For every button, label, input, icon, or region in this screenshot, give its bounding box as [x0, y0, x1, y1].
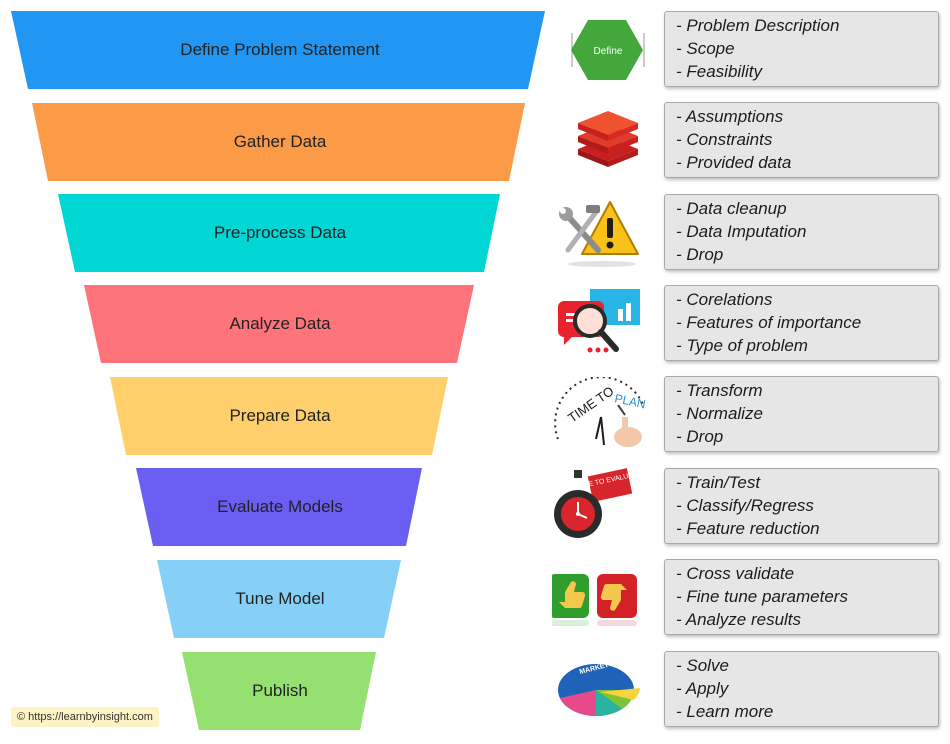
tools-warning-icon: [552, 194, 650, 272]
funnel-stage-define: Define Problem Statement: [0, 11, 560, 89]
note-item: - Provided data: [676, 153, 792, 172]
stage-label: Publish: [252, 681, 308, 700]
note-item: - Corelations: [676, 290, 773, 309]
note-item: - Type of problem: [676, 336, 808, 355]
funnel-shape: [58, 194, 500, 272]
magnifier-chart-icon: [552, 285, 650, 363]
svg-text:Define: Define: [594, 46, 623, 57]
note-item: - Assumptions: [676, 107, 784, 126]
stage-notes-publish: - Solve - Apply - Learn more: [664, 651, 939, 727]
stage-notes-tune: - Cross validate - Fine tune parameters …: [664, 559, 939, 635]
funnel-shape: [84, 285, 474, 363]
note-item: - Cross validate: [676, 564, 795, 583]
note-item: - Problem Description: [676, 16, 840, 35]
funnel-stage-gather: Gather Data: [0, 103, 560, 181]
note-item: - Features of importance: [676, 313, 862, 332]
funnel-stage-tune: Tune Model: [0, 560, 560, 638]
note-item: - Train/Test: [676, 473, 761, 492]
stage-notes-prepare: - Transform - Normalize - Drop: [664, 376, 939, 452]
note-item: - Drop: [676, 245, 724, 264]
note-item: - Transform: [676, 381, 763, 400]
data-layers-icon: [552, 103, 650, 181]
note-item: - Constraints: [676, 130, 773, 149]
funnel-shape: [136, 468, 422, 546]
stage-notes-define: - Problem Description - Scope - Feasibil…: [664, 11, 939, 87]
note-item: - Data Imputation: [676, 222, 807, 241]
note-item: - Classify/Regress: [676, 496, 814, 515]
credit-label: © https://learnbyinsight.com: [11, 707, 159, 727]
note-item: - Scope: [676, 39, 735, 58]
note-item: - Feasibility: [676, 62, 762, 81]
market-share-pie-icon: MARKET SHARE: [552, 652, 650, 730]
svg-text:TIME TO: TIME TO: [565, 383, 616, 425]
funnel-stage-publish: Publish: [0, 652, 560, 730]
note-item: - Analyze results: [676, 610, 802, 629]
thumbs-up-down-icon: [552, 560, 650, 638]
note-item: - Learn more: [676, 702, 774, 721]
funnel-shape: [157, 560, 401, 638]
note-item: - Data cleanup: [676, 199, 787, 218]
define-hexagon-icon: Define: [552, 11, 650, 89]
note-item: - Feature reduction: [676, 519, 820, 538]
note-item: - Solve: [676, 656, 729, 675]
note-item: - Drop: [676, 427, 724, 446]
stage-notes-preprocess: - Data cleanup - Data Imputation - Drop: [664, 194, 939, 270]
stage-label: Tune Model: [235, 589, 325, 608]
funnel-stage-evaluate: Evaluate Models: [0, 468, 560, 546]
funnel-shape: [11, 11, 545, 89]
stage-label: Evaluate Models: [217, 497, 343, 516]
funnel-stage-preprocess: Pre-process Data: [0, 194, 560, 272]
funnel-stage-prepare: Prepare Data: [0, 377, 560, 455]
funnel-shape: [110, 377, 448, 455]
note-item: - Fine tune parameters: [676, 587, 848, 606]
stage-notes-gather: - Assumptions - Constraints - Provided d…: [664, 102, 939, 178]
stage-label: Pre-process Data: [213, 223, 347, 242]
stage-label: Analyze Data: [229, 314, 331, 333]
funnel-stage-analyze: Analyze Data: [0, 285, 560, 363]
stage-label: Prepare Data: [229, 406, 331, 425]
stage-notes-evaluate: - Train/Test - Classify/Regress - Featur…: [664, 468, 939, 544]
funnel-shape: [32, 103, 525, 181]
note-item: - Apply: [676, 679, 729, 698]
note-item: - Normalize: [676, 404, 763, 423]
stopwatch-evaluate-icon: TIME TO EVALUATE: [552, 468, 650, 546]
funnel-shape: [182, 652, 376, 730]
stage-label: Gather Data: [233, 132, 327, 151]
stage-label: Define Problem Statement: [180, 40, 380, 59]
svg-text:PLAN: PLAN: [613, 391, 647, 411]
stage-notes-analyze: - Corelations - Features of importance -…: [664, 285, 939, 361]
time-to-plan-icon: TIME TO PLAN: [552, 377, 650, 455]
